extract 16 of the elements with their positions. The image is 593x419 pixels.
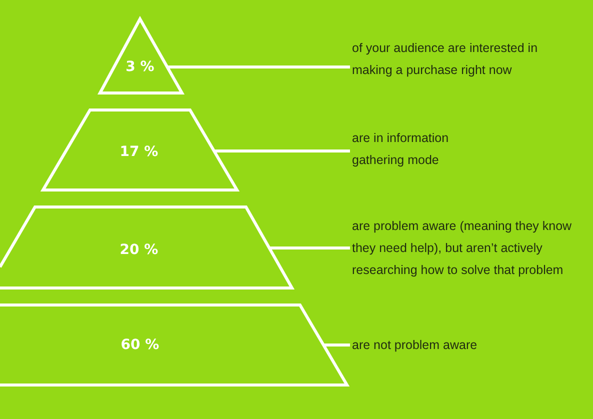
- description-text: are problem aware (meaning they know they need help), but aren’t actively researching how to solve that problem: [352, 215, 588, 281]
- pyramid-tier: [0, 303, 349, 387]
- description-text: are in information gathering mode: [352, 127, 472, 171]
- leader-line: [269, 246, 350, 250]
- description-text: of your audience are interested in making a purchase right now: [352, 37, 552, 81]
- pyramid-tier: [41, 108, 239, 192]
- pyramid-tier: [97, 16, 185, 95]
- percentage-value: 17 %: [120, 144, 158, 160]
- percentage-value: 20 %: [120, 242, 158, 258]
- leader-line: [214, 150, 350, 152]
- pyramid-tier: [0, 205, 294, 290]
- leader-line: [323, 344, 350, 346]
- percentage-value: 60 %: [120, 337, 160, 353]
- leader-line: [168, 66, 350, 68]
- description-text: are not problem aware: [352, 334, 588, 356]
- percentage-value: 3 %: [126, 59, 154, 75]
